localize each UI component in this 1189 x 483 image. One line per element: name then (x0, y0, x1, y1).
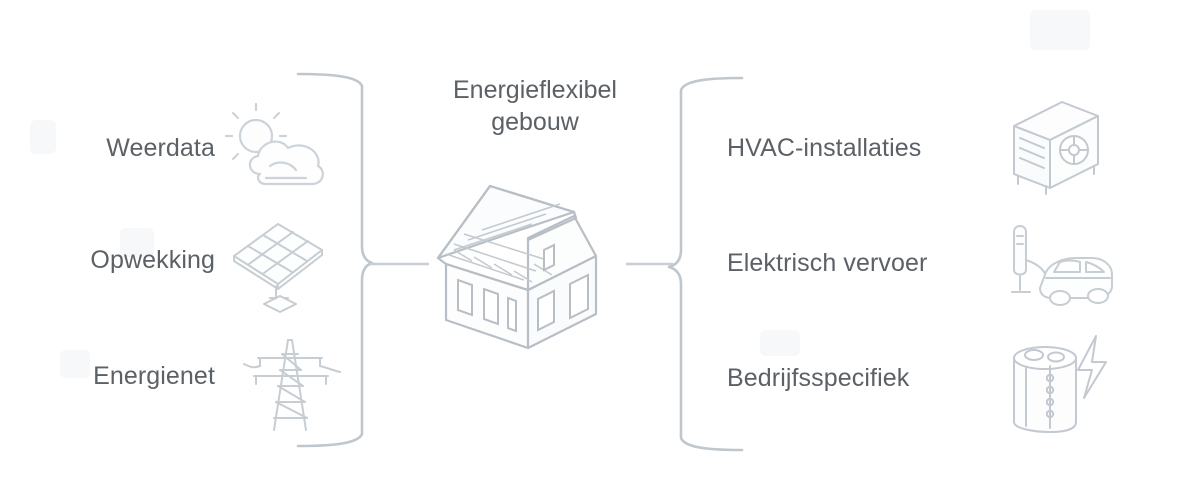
sun-behind-cloud-icon (224, 102, 330, 198)
output-connector-line (626, 261, 674, 267)
scan-artifact (30, 120, 56, 154)
input-connector-line (370, 261, 430, 267)
output-label-bedrijfsspecifiek: Bedrijfsspecifiek (727, 364, 910, 392)
house-with-solar-panels-icon (424, 158, 640, 350)
scan-artifact (760, 330, 800, 356)
solar-panel-array-icon (226, 216, 330, 313)
scan-artifact (120, 228, 154, 258)
output-label-elektrisch-vervoer: Elektrisch vervoer (727, 249, 928, 277)
input-label-opwekking: Opwekking (90, 246, 215, 274)
hvac-unit-icon (1002, 100, 1106, 198)
output-brace (655, 64, 750, 464)
industrial-tank-lightning-icon (1004, 330, 1114, 436)
input-label-weerdata: Weerdata (106, 134, 215, 162)
page-title: Energieflexibel gebouw (453, 76, 617, 136)
scan-artifact (1030, 10, 1090, 50)
input-label-energienet: Energienet (93, 362, 215, 390)
scan-artifact (60, 350, 90, 378)
electricity-pylon-icon (243, 328, 341, 436)
output-label-hvac: HVAC-installaties (727, 134, 922, 162)
electric-car-charging-icon (1000, 214, 1118, 318)
